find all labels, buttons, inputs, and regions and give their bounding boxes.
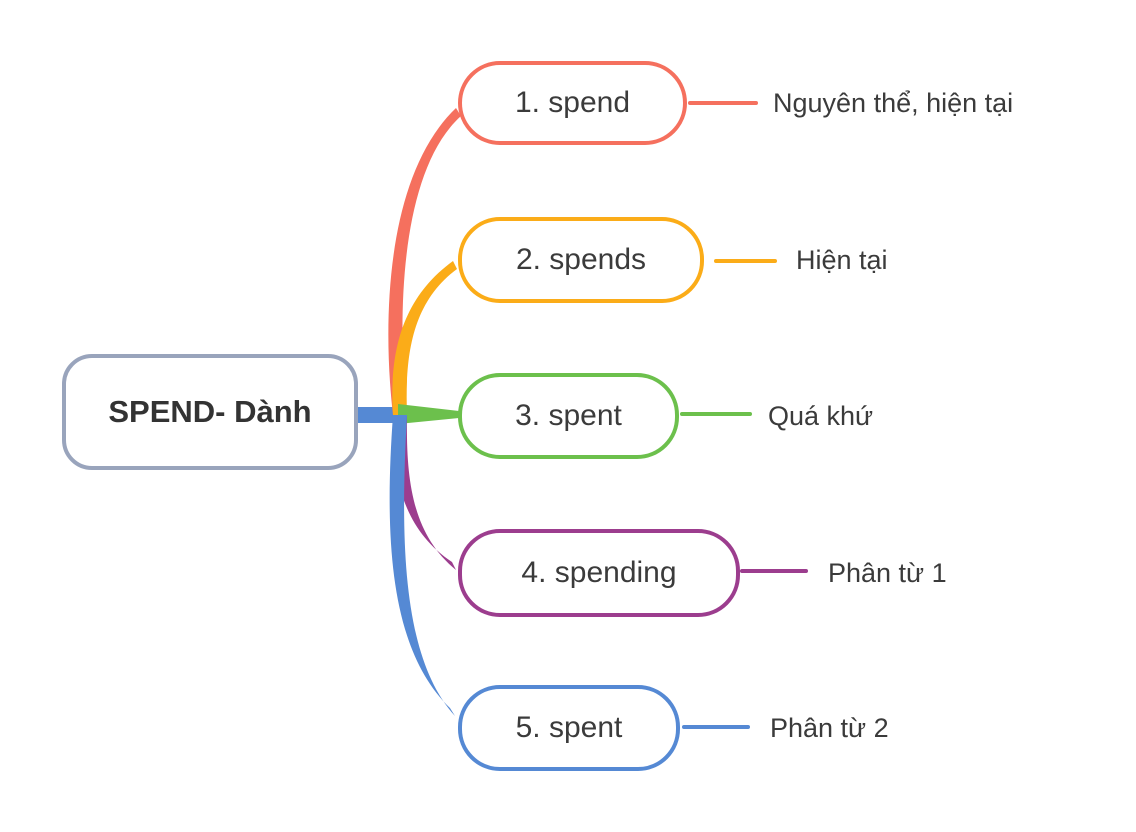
subtopic-note-2[interactable]: Hiện tại: [796, 245, 888, 275]
root-trunk: [356, 407, 402, 423]
subtopic-note-5[interactable]: Phân từ 2: [770, 713, 889, 743]
subtopic-note-1[interactable]: Nguyên thể, hiện tại: [773, 88, 1014, 118]
topic-3[interactable]: 3. spent: [458, 373, 679, 459]
branch-curve-2: [392, 261, 457, 415]
root-topic-label: SPEND- Dành: [108, 394, 312, 429]
topic-5-label: 5. spent: [515, 711, 623, 744]
subtopic-note-3[interactable]: Quá khứ: [768, 401, 874, 431]
topic-1-label: 1. spend: [514, 86, 631, 119]
root-topic[interactable]: SPEND- Dành: [62, 354, 358, 470]
topic-3-label: 3. spent: [515, 399, 622, 432]
branch-curve-5: [389, 415, 455, 716]
topic-4-label: 4. spending: [521, 556, 677, 589]
topic-2[interactable]: 2. spends: [458, 217, 704, 303]
topic-1[interactable]: 1. spend: [458, 61, 687, 145]
topic-4[interactable]: 4. spending: [458, 529, 740, 617]
topic-2-label: 2. spends: [515, 243, 647, 276]
topic-5[interactable]: 5. spent: [458, 685, 680, 771]
branch-curve-3: [398, 404, 459, 424]
subtopic-note-4[interactable]: Phân từ 1: [828, 558, 947, 588]
